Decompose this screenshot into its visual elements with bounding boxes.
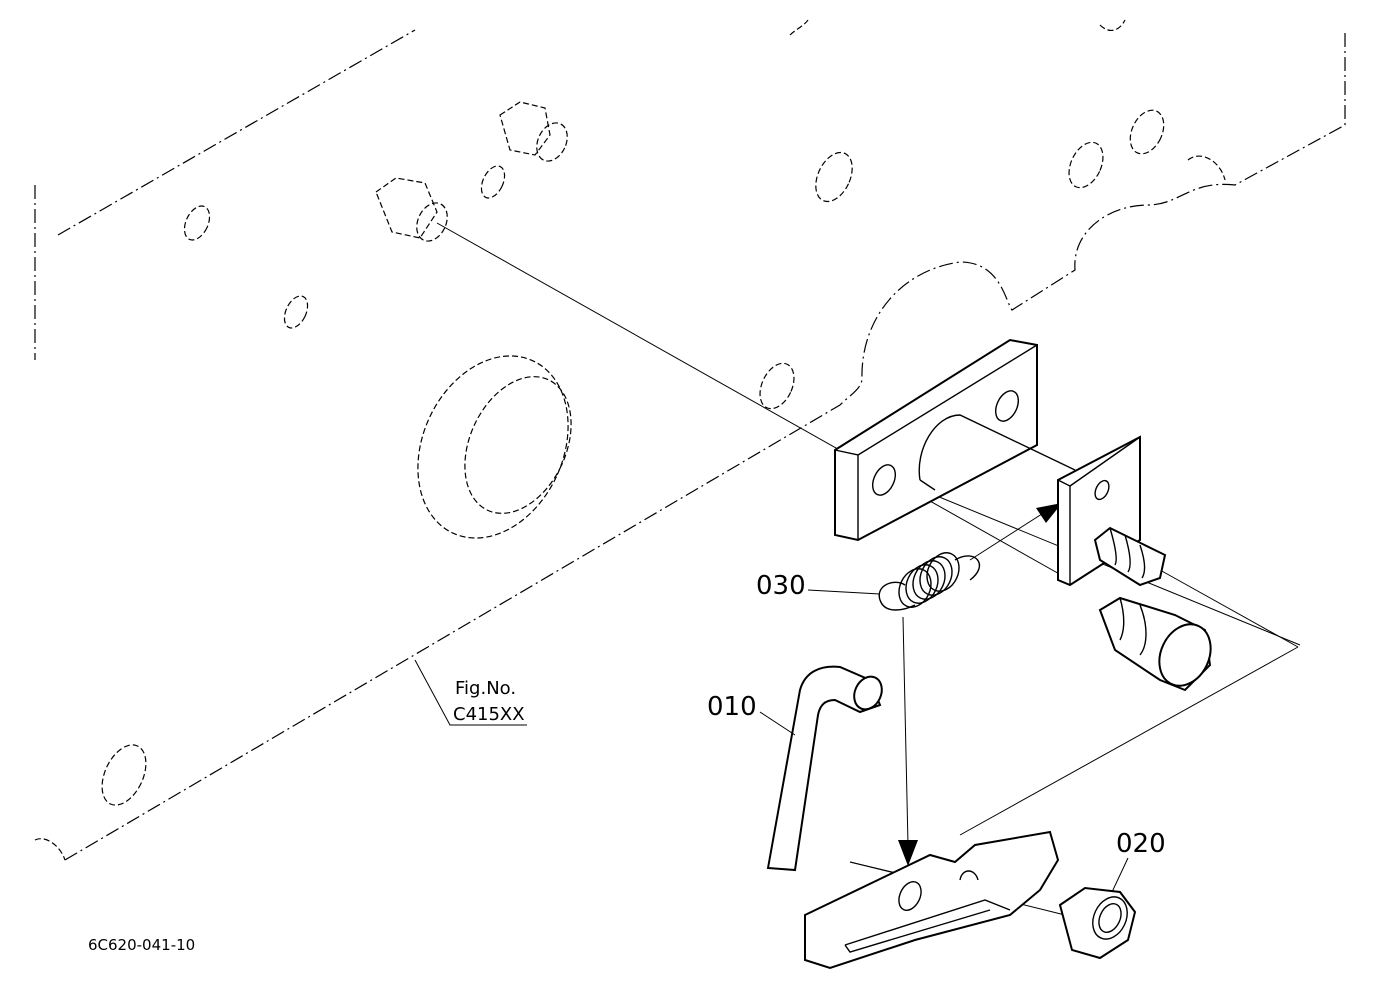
arrow-head-up	[1036, 503, 1062, 523]
pedal-lever	[766, 665, 1060, 970]
pedal-bracket	[834, 338, 1141, 587]
callout-leaders	[414, 589, 1129, 893]
nut	[1058, 886, 1137, 960]
callout-010: 010	[707, 692, 757, 722]
frame-plate	[34, 19, 1346, 861]
drawing-code: 6C620-041-10	[88, 936, 195, 954]
fig-ref-line2: C415XX	[453, 704, 525, 725]
fig-ref-line1: Fig.No.	[455, 678, 516, 699]
arrow-head-down	[898, 840, 918, 866]
callout-030: 030	[756, 571, 806, 601]
callout-020: 020	[1116, 829, 1166, 859]
spring	[878, 552, 981, 611]
alignment-lines	[436, 222, 1301, 916]
pins	[1093, 526, 1212, 692]
